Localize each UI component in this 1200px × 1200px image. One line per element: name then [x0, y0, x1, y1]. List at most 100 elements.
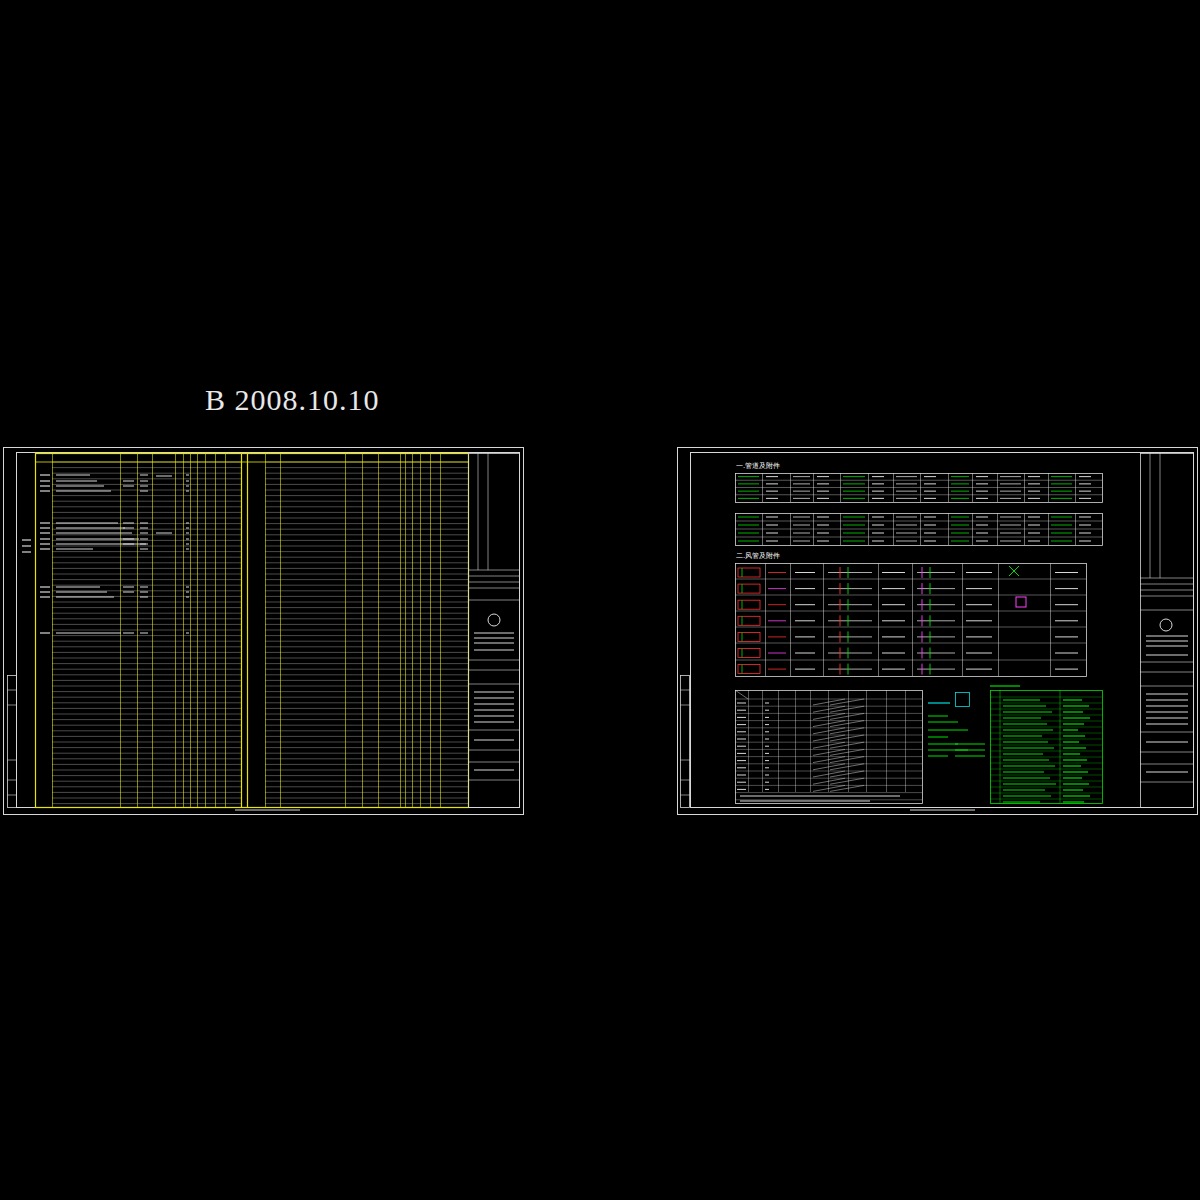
- table-line: [810, 690, 811, 792]
- duct-symbol: [917, 653, 955, 654]
- table-line: [52, 652, 241, 653]
- entry-mark: [40, 586, 50, 587]
- table-line: [990, 763, 1102, 764]
- table-line: [795, 690, 796, 792]
- table-line: [265, 635, 468, 636]
- hatch: [830, 771, 864, 777]
- pipe-symbol: [843, 491, 865, 492]
- pipe-symbol: [1051, 498, 1072, 499]
- entry-mark: [817, 525, 829, 526]
- table-line: [400, 453, 401, 808]
- entry-mark: [56, 474, 90, 475]
- table-line: [468, 600, 520, 601]
- table-line: [265, 540, 468, 541]
- table-line: [52, 618, 241, 619]
- table-line: [52, 602, 241, 603]
- table-line: [468, 588, 520, 589]
- table-line: [735, 699, 922, 700]
- entry-mark: [872, 483, 884, 484]
- entry-mark: [1003, 699, 1040, 700]
- entry-mark: [795, 604, 815, 605]
- table-line: [265, 691, 468, 692]
- duct-symbol: [738, 649, 760, 658]
- note-mark: [928, 722, 958, 723]
- table-line: [52, 680, 241, 681]
- entry-mark: [1063, 717, 1090, 718]
- symbol-table: [736, 514, 1103, 546]
- pipe-symbol: [951, 498, 969, 499]
- entry-mark: [56, 522, 118, 523]
- entry-mark: [872, 498, 884, 499]
- duct-symbol: [917, 588, 955, 589]
- entry-mark: [40, 596, 50, 597]
- hatch: [813, 757, 845, 763]
- table-line: [265, 758, 468, 759]
- entry-mark: [766, 483, 778, 484]
- pipe-symbol: [896, 476, 917, 477]
- table-line: [52, 607, 241, 608]
- entry-mark: [872, 491, 884, 492]
- table-line: [990, 697, 1102, 698]
- table-line: [420, 453, 421, 808]
- duct-symbol: [738, 665, 760, 674]
- entry-mark: [1063, 759, 1087, 760]
- table-line: [265, 473, 468, 474]
- hatch: [813, 728, 845, 734]
- entry-mark: [924, 483, 936, 484]
- pipe-symbol: [793, 476, 810, 477]
- table-line: [735, 494, 1102, 495]
- entry-mark: [1003, 789, 1045, 790]
- entry-mark: [872, 476, 884, 477]
- note-mark: [928, 716, 948, 717]
- table-line: [265, 719, 468, 720]
- table-line: [52, 546, 241, 547]
- table-line: [1140, 590, 1194, 591]
- entry-mark: [765, 739, 769, 740]
- duct-symbol: [922, 599, 923, 610]
- entry-mark: [765, 760, 769, 761]
- entry-mark: [1003, 711, 1052, 712]
- table-line: [52, 770, 241, 771]
- pipe-symbol: [793, 483, 810, 484]
- note-mark: [928, 730, 968, 731]
- hatch: [813, 742, 845, 748]
- duct-symbol: [742, 649, 743, 658]
- entry-mark: [765, 753, 769, 754]
- entry-mark: [1063, 747, 1086, 748]
- table-line: [52, 697, 241, 698]
- entry-mark: [40, 532, 50, 533]
- title-mark: [474, 722, 514, 723]
- title-mark: [474, 716, 514, 717]
- entry-mark: [186, 533, 189, 534]
- entry-mark: [22, 539, 31, 540]
- entry-mark: [156, 533, 172, 534]
- hatch: [830, 728, 864, 734]
- duct-symbol: [840, 615, 841, 626]
- diffuser-symbol: [1009, 566, 1019, 576]
- table-line: [990, 727, 1102, 728]
- table-line: [265, 506, 468, 507]
- table-line: [265, 602, 468, 603]
- table-line: [990, 739, 1102, 740]
- entry-mark: [186, 549, 189, 550]
- table-line: [52, 568, 241, 569]
- entry-mark: [40, 485, 50, 486]
- entry-mark: [737, 710, 746, 711]
- entry-mark: [976, 483, 988, 484]
- title-mark: [474, 643, 514, 644]
- entry-mark: [765, 789, 769, 790]
- table-line: [1140, 578, 1194, 579]
- entry-mark: [1028, 498, 1040, 499]
- pipe-symbol: [896, 491, 917, 492]
- table-line: [265, 658, 468, 659]
- table-line: [790, 563, 791, 676]
- duct-symbol: [828, 669, 872, 670]
- entry-mark: [186, 491, 189, 492]
- duct-symbol: [922, 664, 923, 675]
- table-line: [265, 775, 468, 776]
- pipe-symbol: [1051, 525, 1072, 526]
- table-line: [265, 702, 468, 703]
- table-line: [735, 799, 922, 800]
- table-line: [52, 579, 241, 580]
